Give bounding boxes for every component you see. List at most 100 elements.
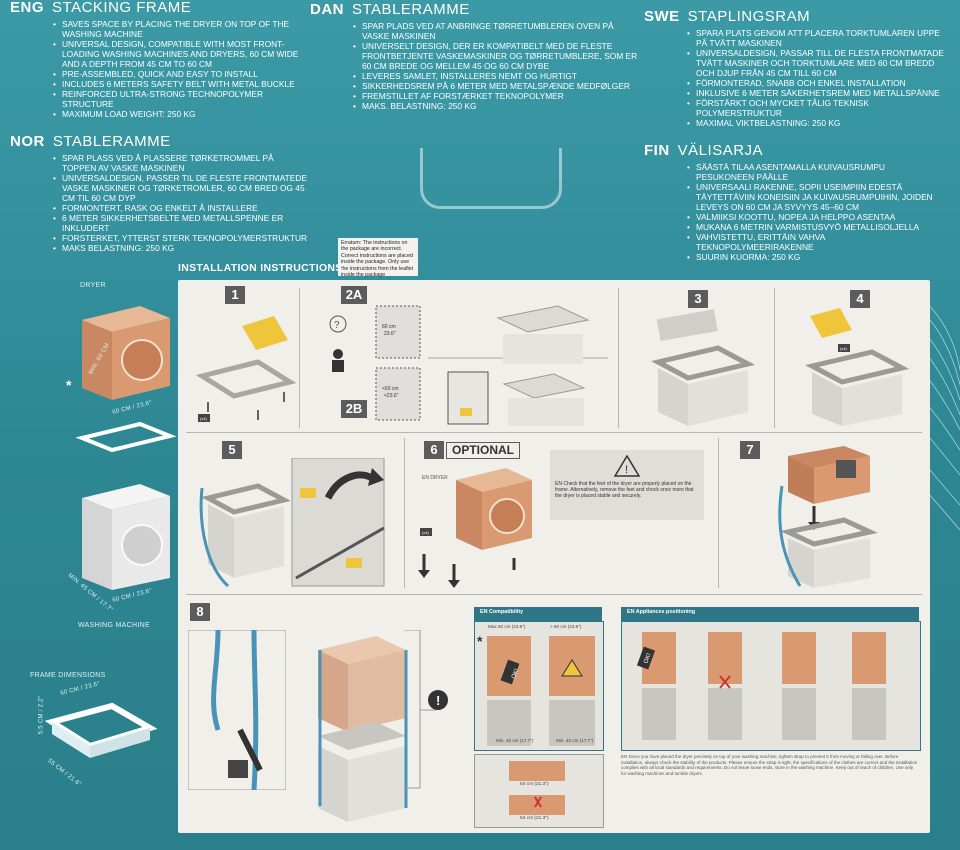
list-item: SÄÄSTÄ TILAA ASENTAMALLA KUIVAUSRUMPU PE… [687, 162, 944, 182]
lang-code: NOR [10, 133, 45, 150]
step-5-illustration [199, 458, 385, 588]
dryer-door [121, 339, 163, 381]
dryer-door [489, 498, 525, 534]
list-item: SIKKERHEDSREM PÅ 6 METER MED METALSPÆNDE… [353, 81, 640, 91]
svg-text:23.6": 23.6" [384, 331, 396, 337]
step-4-number: 4 [850, 290, 870, 308]
list-item: UNIVERSALDESIGN, PASSER TIL DE FLESTE FR… [53, 173, 310, 203]
lang-swe: SWE STAPLINGSRAM SPARA PLATS GENOM ATT PL… [644, 8, 944, 128]
step-1-number: 1 [225, 286, 245, 304]
list-item: MAXIMUM LOAD WEIGHT: 250 KG [53, 109, 310, 119]
appliances-footnote: EN Since you have placed the dryer preci… [621, 754, 918, 776]
person-icon [333, 349, 343, 359]
lang-title: STABLERAMME [52, 133, 171, 150]
list-item: VAHVISTETTU, ERITTÄIN VAHVA TEKNOPOLYMEE… [687, 232, 944, 252]
frame-dimensions-diagram [44, 702, 158, 758]
question-icon [329, 315, 347, 333]
step-3-illustration [650, 309, 756, 426]
step-4-illustration: (x4) [804, 308, 910, 426]
frame-dims-label: FRAME DIMENSIONS [30, 672, 106, 679]
svg-text:(x4): (x4) [200, 416, 208, 421]
step-8-stack-illustration [318, 636, 408, 822]
dryer-label: DRYER [80, 282, 106, 289]
lang-title: STAPLINGSRAM [687, 8, 811, 25]
lang-code: FIN [644, 142, 670, 159]
svg-text:60 cm: 60 cm [382, 324, 396, 330]
step-6-note-text: EN Check that the feet of the dryer are … [555, 481, 694, 499]
stack-diagram: * [66, 306, 177, 590]
svg-text:<60 cm: <60 cm [382, 386, 399, 392]
step-5-number: 5 [222, 441, 242, 459]
compatibility-diagram: * OK! [477, 633, 595, 746]
list-item: INCLUDES 6 METERS SAFETY BELT WITH METAL… [53, 79, 310, 89]
two-person-lift-icon [836, 460, 856, 478]
step-6-header: 6 OPTIONAL [424, 441, 520, 459]
svg-text:(x4): (x4) [840, 346, 848, 351]
bracket-line [404, 630, 436, 789]
svg-text:!: ! [625, 464, 628, 476]
lang-title: STABLERAMME [352, 1, 470, 18]
svg-text:<23.6": <23.6" [384, 393, 399, 399]
washer-door [121, 524, 163, 566]
lang-code: SWE [644, 8, 680, 25]
list-item: REINFORCED ULTRA-STRONG TECHNOPOLYMER ST… [53, 89, 310, 109]
width-panel [474, 754, 604, 828]
arrow-icon [237, 728, 263, 772]
compat-max60: Max 60 cm (23.6") [488, 624, 526, 629]
list-item: 6 METER SIKKERHETSBELTE MED METALLSPENNE… [53, 213, 310, 233]
step-2a-number: 2A [341, 286, 367, 304]
svg-text:*: * [66, 377, 72, 393]
list-item: FÖRSTÄRKT OCH MYCKET TÅLIG TEKNISK POLYM… [687, 98, 944, 118]
foam-pad [242, 316, 288, 350]
optional-badge: OPTIONAL [446, 441, 520, 459]
compat-min45: Min. 45 cm (17.7") [496, 738, 534, 743]
step-6-number: 6 [424, 441, 444, 459]
step-7-illustration [778, 446, 878, 588]
list-item: SUURIN KUORMA: 250 KG [687, 252, 944, 262]
arrow-down-icon [448, 580, 460, 588]
step-6-note: ! EN Check that the feet of the dryer ar… [550, 450, 704, 520]
step-8-number: 8 [190, 603, 210, 621]
list-item: UNIVERSELT DESIGN, DER ER KOMPATIBELT ME… [353, 41, 640, 71]
arrow-icon [324, 471, 374, 500]
step-2-illustration: ? 60 cm 23.6" <60 cm <23.6" [329, 305, 608, 426]
list-item: UNIVERSAL DESIGN, COMPATIBLE WITH MOST F… [53, 39, 310, 69]
svg-text:OK!: OK! [511, 668, 520, 680]
warning-icon: ! [614, 455, 640, 477]
list-item: UNIVERSAALI RAKENNE, SOPII USEIMPIIN EDE… [687, 182, 944, 212]
info-alert-icon: ! [428, 690, 448, 710]
width-54-b: 54 cm (21.3") [520, 816, 549, 821]
width-54-a: 54 cm (21.3") [520, 782, 549, 787]
list-item: FREMSTILLET AF FORSTÆRKET TEKNOPOLYMER [353, 91, 640, 101]
svg-text:OK!: OK! [643, 652, 652, 664]
compatibility-panel: * OK! [474, 621, 604, 751]
installation-title: INSTALLATION INSTRUCTIONS [178, 262, 343, 274]
frame-outline [75, 421, 177, 453]
step-2b-number: 2B [341, 400, 367, 418]
warning-icon [561, 659, 583, 677]
list-item: MAKS. BELASTNING: 250 KG [353, 101, 640, 111]
list-item: SAVES SPACE BY PLACING THE DRYER ON TOP … [53, 19, 310, 39]
list-item: FORMONTERT, RASK OG ENKELT Å INSTALLERE [53, 203, 310, 213]
frame-outline [195, 359, 296, 399]
lang-code: DAN [310, 1, 344, 18]
arrow-down-icon [418, 570, 430, 578]
appliances-panel: OK! [621, 621, 921, 751]
list-item: MAKS BELASTNING: 250 KG [53, 243, 310, 253]
list-item: FORSTERKET, YTTERST STERK TEKNOPOLYMERST… [53, 233, 310, 243]
list-item: SPARA PLATS GENOM ATT PLACERA TORKTUMLAR… [687, 28, 944, 48]
erratum-sticker: Erratum: The instructions on the package… [338, 238, 418, 278]
appliances-header: EN Appliances positioning [621, 607, 919, 621]
compatibility-header: EN Compatibility [474, 607, 602, 621]
list-item: PRE-ASSEMBLED, QUICK AND EASY TO INSTALL [53, 69, 310, 79]
list-item: MAXIMAL VIKTBELASTNING: 250 KG [687, 118, 944, 128]
list-item: LEVERES SAMLET, INSTALLERES NEMT OG HURT… [353, 71, 640, 81]
list-item: UNIVERSALDESIGN, PASSAR TILL DE FLESTA F… [687, 48, 944, 78]
lang-code: ENG [10, 0, 45, 16]
compat-min40: Min. 40 cm (17.7") [556, 738, 594, 743]
svg-text:*: * [477, 633, 483, 649]
